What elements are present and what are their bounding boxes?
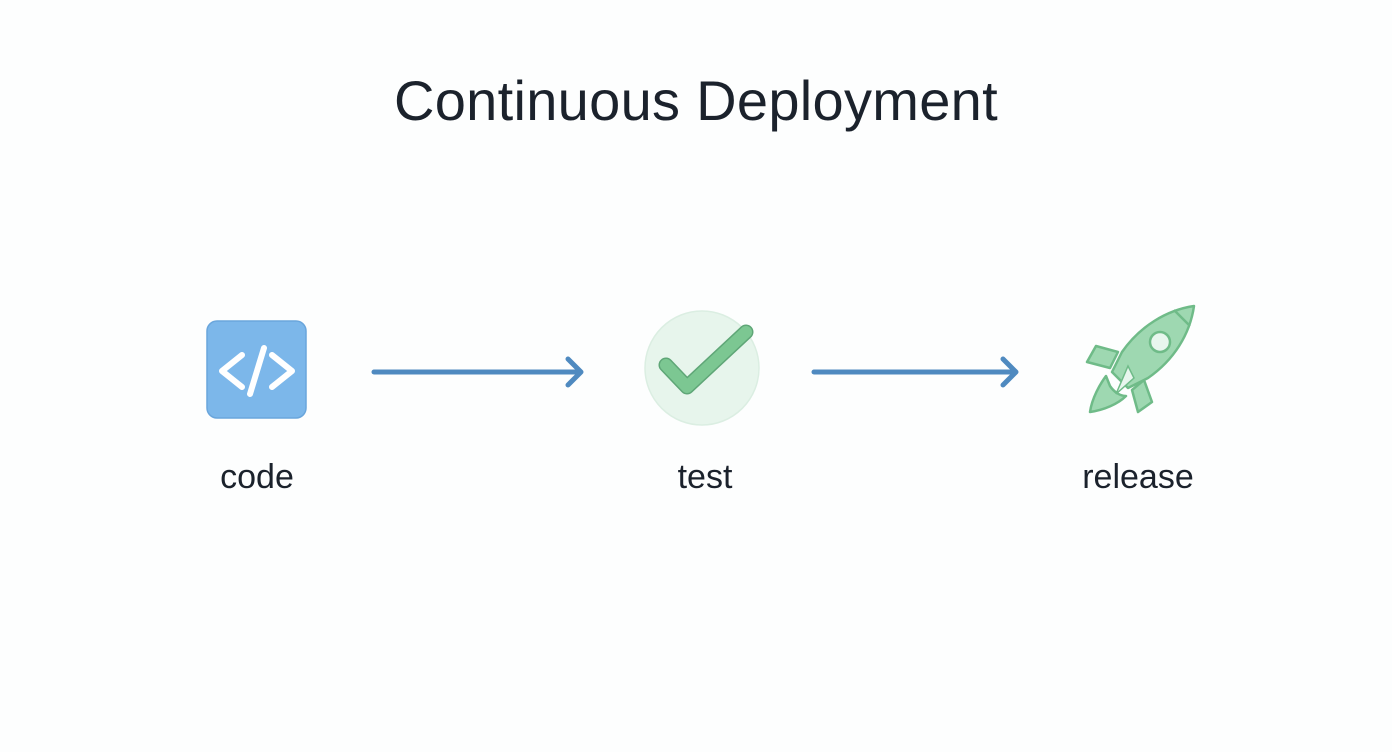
step-test [644,310,762,428]
step-release [1082,302,1202,418]
code-brackets-icon [206,320,307,419]
step-label-test: test [677,458,733,496]
diagram-title: Continuous Deployment [394,69,998,132]
rocket-icon [1085,304,1196,414]
checkmark-icon [644,310,760,426]
arrow-right-icon [811,356,1019,388]
step-label-code: code [220,458,294,496]
arrow-right-icon [371,356,584,388]
arrow-code-to-test [370,355,590,389]
arrow-test-to-release [810,355,1030,389]
step-code [206,320,307,419]
step-label-release: release [1082,458,1194,496]
